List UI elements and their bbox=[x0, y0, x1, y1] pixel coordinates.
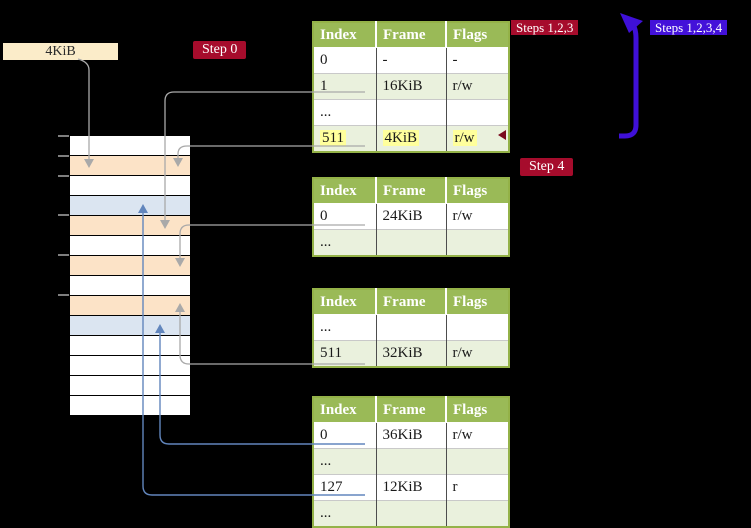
table-cell: - bbox=[446, 47, 509, 74]
frame-tick bbox=[58, 135, 69, 137]
table-cell: 4KiB bbox=[376, 125, 447, 152]
steps-123-badge: Steps 1,2,3 bbox=[511, 20, 579, 35]
memory-frame-row bbox=[70, 156, 190, 175]
frame-tick bbox=[58, 254, 69, 256]
column-header: Index bbox=[313, 397, 377, 423]
table-row: ... bbox=[313, 448, 509, 475]
table-row: ... bbox=[313, 500, 509, 527]
table-cell bbox=[446, 448, 509, 475]
table-cell: r/w bbox=[446, 73, 509, 100]
table-cell: ... bbox=[313, 314, 377, 341]
column-header: Flags bbox=[446, 289, 509, 315]
memory-frame-row bbox=[70, 356, 190, 375]
frame-tick bbox=[58, 175, 69, 177]
page-size-label: 4KiB bbox=[3, 43, 118, 60]
table-cell: ... bbox=[313, 229, 377, 256]
memory-frame-row bbox=[70, 396, 190, 415]
table-cell: 511 bbox=[313, 125, 377, 152]
table-cell bbox=[446, 314, 509, 341]
memory-frame-row bbox=[70, 216, 190, 235]
memory-frame-row bbox=[70, 176, 190, 195]
recursive-loop-arrow bbox=[619, 19, 639, 139]
table-cell bbox=[446, 99, 509, 126]
column-header: Frame bbox=[376, 397, 447, 423]
column-header: Index bbox=[313, 22, 377, 48]
table-cell bbox=[376, 99, 447, 126]
memory-frame-row bbox=[70, 316, 190, 335]
arrowhead-upleft-icon bbox=[620, 13, 643, 33]
table-cell: r/w bbox=[446, 340, 509, 367]
table-cell: r bbox=[446, 474, 509, 501]
table-row: ... bbox=[313, 99, 509, 126]
column-header: Frame bbox=[376, 178, 447, 204]
table-cell: 12KiB bbox=[376, 474, 447, 501]
table-cell bbox=[376, 229, 447, 256]
memory-frame-row bbox=[70, 296, 190, 315]
table-cell: 24KiB bbox=[376, 203, 447, 230]
column-header: Index bbox=[313, 289, 377, 315]
memory-frame-row bbox=[70, 276, 190, 295]
memory-frame-row bbox=[70, 196, 190, 215]
column-header: Index bbox=[313, 178, 377, 204]
memory-frame-row bbox=[70, 336, 190, 355]
frame-tick bbox=[58, 294, 69, 296]
table-cell: 16KiB bbox=[376, 73, 447, 100]
table-cell: ... bbox=[313, 448, 377, 475]
column-header: Flags bbox=[446, 22, 509, 48]
table-cell bbox=[376, 448, 447, 475]
memory-frame-row bbox=[70, 136, 190, 155]
step-4-badge: Step 4 bbox=[520, 158, 574, 176]
table-cell: ... bbox=[313, 500, 377, 527]
table-cell: 511 bbox=[313, 340, 377, 367]
column-header: Flags bbox=[446, 178, 509, 204]
table-row: 0-- bbox=[313, 47, 509, 74]
memory-frame-row bbox=[70, 256, 190, 275]
table-cell: 0 bbox=[313, 47, 377, 74]
step-0-badge: Step 0 bbox=[193, 41, 247, 59]
column-header: Flags bbox=[446, 397, 509, 423]
column-header: Frame bbox=[376, 289, 447, 315]
memory-frame-row bbox=[70, 236, 190, 255]
table-cell: r/w bbox=[446, 125, 509, 152]
table-row: ... bbox=[313, 229, 509, 256]
steps-1234-badge: Steps 1,2,3,4 bbox=[650, 20, 728, 35]
table-cell: 1 bbox=[313, 73, 377, 100]
table-cell: 0 bbox=[313, 203, 377, 230]
table-cell bbox=[376, 314, 447, 341]
table-cell bbox=[376, 500, 447, 527]
table-cell: 0 bbox=[313, 422, 377, 449]
table-cell bbox=[446, 500, 509, 527]
table-cell bbox=[446, 229, 509, 256]
frame-tick bbox=[58, 214, 69, 216]
column-header: Frame bbox=[376, 22, 447, 48]
table-cell: ... bbox=[313, 99, 377, 126]
frame-tick bbox=[58, 155, 69, 157]
table-cell: r/w bbox=[446, 422, 509, 449]
table-row: ... bbox=[313, 314, 509, 341]
table-cell: 127 bbox=[313, 474, 377, 501]
memory-frame-row bbox=[70, 376, 190, 395]
table-cell: r/w bbox=[446, 203, 509, 230]
table-cell: 32KiB bbox=[376, 340, 447, 367]
table-cell: - bbox=[376, 47, 447, 74]
table-cell: 36KiB bbox=[376, 422, 447, 449]
